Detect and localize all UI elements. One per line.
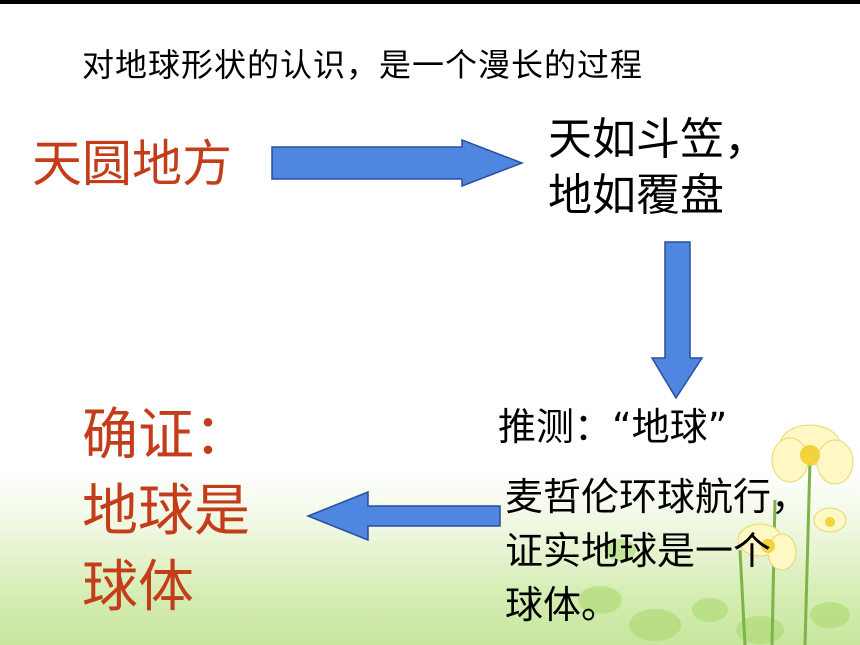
stage-dome-line-1: 天如斗笠， [548,114,768,165]
stage-square-earth: 天圆地方 [32,135,232,193]
stage-hypothesis: 推测：“地球” [498,405,728,449]
stage-dome-earth: 天如斗笠， 地如覆盘 [548,112,768,224]
conclusion-line-2: 地球是 [82,479,250,544]
arrow-down [650,241,704,400]
slide-top-border [0,0,860,4]
stage-magellan-line-1: 麦哲伦环球航行， [505,475,810,519]
stage-dome-line-2: 地如覆盘 [548,170,724,221]
slide-title: 对地球形状的认识，是一个漫长的过程 [82,46,644,84]
stage-magellan-line-2: 证实地球是一个 [505,529,772,573]
conclusion-line-1: 确证： [82,403,250,468]
arrow-right [271,138,525,188]
stage-magellan-line-3: 球体。 [505,583,620,627]
arrow-left [305,490,501,542]
conclusion: 确证： 地球是 球体 [82,398,250,626]
conclusion-line-3: 球体 [82,555,194,620]
stage-magellan: 麦哲伦环球航行， 证实地球是一个 球体。 [505,470,809,632]
flower-decoration [578,424,854,645]
